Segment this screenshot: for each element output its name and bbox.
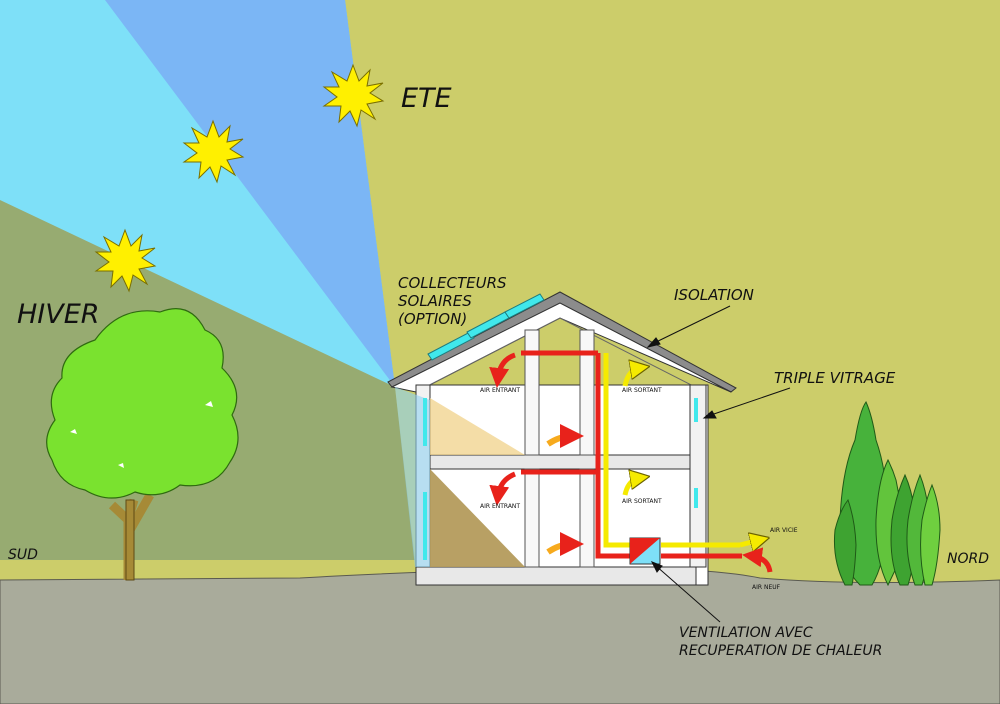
south-glazing-lower bbox=[423, 492, 427, 560]
ventilation-ducts bbox=[521, 350, 742, 559]
north-glazing-upper bbox=[694, 398, 698, 422]
sky-blue-ray bbox=[105, 0, 395, 387]
sun-winter-icon bbox=[94, 228, 157, 293]
label-ete: ETE bbox=[401, 83, 452, 114]
heat-recovery-unit-icon bbox=[629, 537, 661, 565]
label-hiver: HIVER bbox=[17, 299, 100, 330]
ground bbox=[0, 567, 1000, 704]
fresh-in-arrow-icon bbox=[742, 547, 773, 573]
solar-collectors bbox=[427, 293, 545, 361]
label-collecteurs-1: COLLECTEURS bbox=[398, 274, 507, 292]
conifer-trees-icon bbox=[834, 401, 941, 587]
label-air-vicie: AIR VICIE bbox=[770, 527, 798, 534]
leader-lines bbox=[646, 305, 791, 623]
exhaust-out-arrow-icon bbox=[739, 540, 760, 545]
north-glazing-lower bbox=[694, 488, 698, 508]
warm-air-arrow-upper-icon bbox=[546, 424, 584, 449]
label-sud: SUD bbox=[8, 547, 38, 563]
label-air-entrant-lower: AIR ENTRANT bbox=[480, 503, 520, 510]
air-arrows bbox=[489, 352, 773, 573]
sunlight-ray-glass bbox=[395, 387, 430, 567]
sunlight-lower-floor bbox=[430, 469, 525, 567]
sun-summer-icon bbox=[322, 63, 385, 128]
fresh-air-arrow-upper-icon bbox=[489, 352, 516, 388]
label-collecteurs-3: (OPTION) bbox=[398, 310, 467, 328]
exhaust-air-arrow-lower-icon bbox=[622, 478, 640, 496]
sunlight-upper-floor bbox=[430, 398, 525, 455]
label-air-sortant-lower: AIR SORTANT bbox=[622, 498, 662, 505]
south-glazing-upper bbox=[423, 398, 427, 446]
label-isolation: ISOLATION bbox=[674, 286, 754, 304]
deciduous-tree-icon bbox=[46, 308, 239, 581]
label-air-entrant-upper: AIR ENTRANT bbox=[480, 387, 520, 394]
label-air-neuf: AIR NEUF bbox=[752, 584, 781, 591]
label-triple-vitrage: TRIPLE VITRAGE bbox=[774, 369, 896, 387]
label-nord: NORD bbox=[947, 551, 989, 567]
label-collecteurs-2: SOLAIRES bbox=[398, 292, 472, 310]
label-ventilation-1: VENTILATION AVEC bbox=[679, 625, 813, 641]
sun-midseason-icon bbox=[182, 119, 245, 184]
warm-air-arrow-lower-icon bbox=[546, 532, 584, 557]
fresh-air-arrow-lower-icon bbox=[489, 471, 517, 506]
exhaust-air-arrow-upper-icon bbox=[622, 368, 640, 387]
label-ventilation-2: RECUPERATION DE CHALEUR bbox=[679, 643, 882, 659]
label-air-sortant-upper: AIR SORTANT bbox=[622, 387, 662, 394]
